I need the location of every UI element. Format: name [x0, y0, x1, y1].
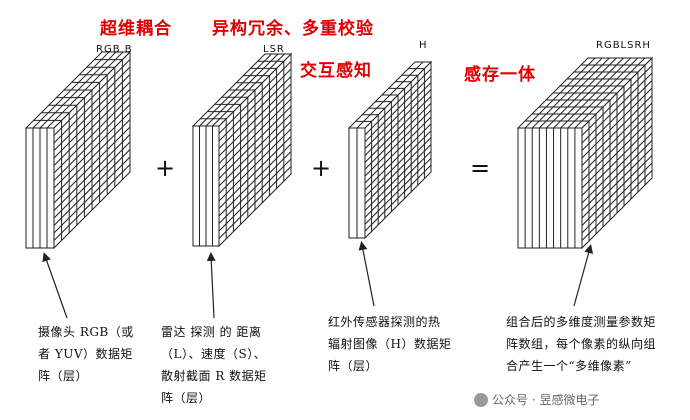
radar-caption-line: 雷达 探测 的 距离	[161, 325, 262, 339]
camera-caption-line: 者 YUV）数据矩	[38, 347, 134, 361]
combined-caption-line: 组合后的多维度测量参数矩	[506, 315, 657, 329]
thermal-caption-line: 红外传感器探测的热	[328, 315, 441, 329]
radar-caption-line: 散射截面 R 数据矩	[161, 369, 267, 383]
heading-sensing-storage-integration: 感存一体	[464, 65, 536, 85]
thermal-caption: 红外传感器探测的热 辐射图像（H）数据矩 阵（层）	[328, 311, 451, 377]
camera-data-cube	[24, 50, 132, 250]
heading-hyperdimensional-coupling: 超维耦合	[100, 19, 172, 39]
plus-operator: +	[155, 154, 176, 182]
camera-channel-label: RGB B	[96, 44, 133, 55]
combined-channel-label: RGBLSRH	[596, 40, 651, 51]
combined-pointer-arrow	[573, 244, 594, 307]
thermal-caption-line: 辐射图像（H）数据矩	[328, 337, 452, 351]
wechat-icon	[474, 393, 488, 407]
thermal-pointer-arrow	[358, 241, 375, 307]
heading-interactive-sensing: 交互感知	[300, 61, 372, 81]
watermark-text: 公众号 · 昱感微电子	[492, 393, 600, 407]
radar-data-cube	[191, 52, 293, 248]
camera-caption: 摄像头 RGB（或 者 YUV）数据矩 阵（层）	[38, 321, 134, 387]
combined-data-cube	[516, 56, 654, 250]
combined-caption-line: 合产生一个“多维像素”	[506, 359, 632, 373]
radar-channel-label: LSR	[263, 44, 285, 55]
combined-caption: 组合后的多维度测量参数矩 阵数组，每个像素的纵向组 合产生一个“多维像素”	[506, 311, 656, 377]
combined-caption-line: 阵数组，每个像素的纵向组	[506, 337, 657, 351]
equals-operator: =	[470, 154, 491, 182]
radar-caption-line: 阵（层）	[161, 391, 212, 405]
plus-operator: +	[311, 154, 332, 182]
thermal-data-cube	[347, 60, 433, 240]
camera-caption-line: 摄像头 RGB（或	[38, 325, 134, 339]
watermark: 公众号 · 昱感微电子	[474, 391, 599, 408]
radar-caption: 雷达 探测 的 距离 （L）、速度（S）、 散射截面 R 数据矩 阵（层）	[161, 321, 267, 409]
camera-caption-line: 阵（层）	[38, 369, 89, 383]
heading-heterogeneous-redundancy: 异构冗余、多重校验	[212, 19, 374, 39]
thermal-caption-line: 阵（层）	[328, 359, 379, 373]
thermal-channel-label: H	[419, 40, 428, 51]
radar-pointer-arrow	[206, 252, 216, 319]
radar-caption-line: （L）、速度（S）、	[161, 347, 267, 361]
camera-pointer-arrow	[42, 252, 68, 319]
